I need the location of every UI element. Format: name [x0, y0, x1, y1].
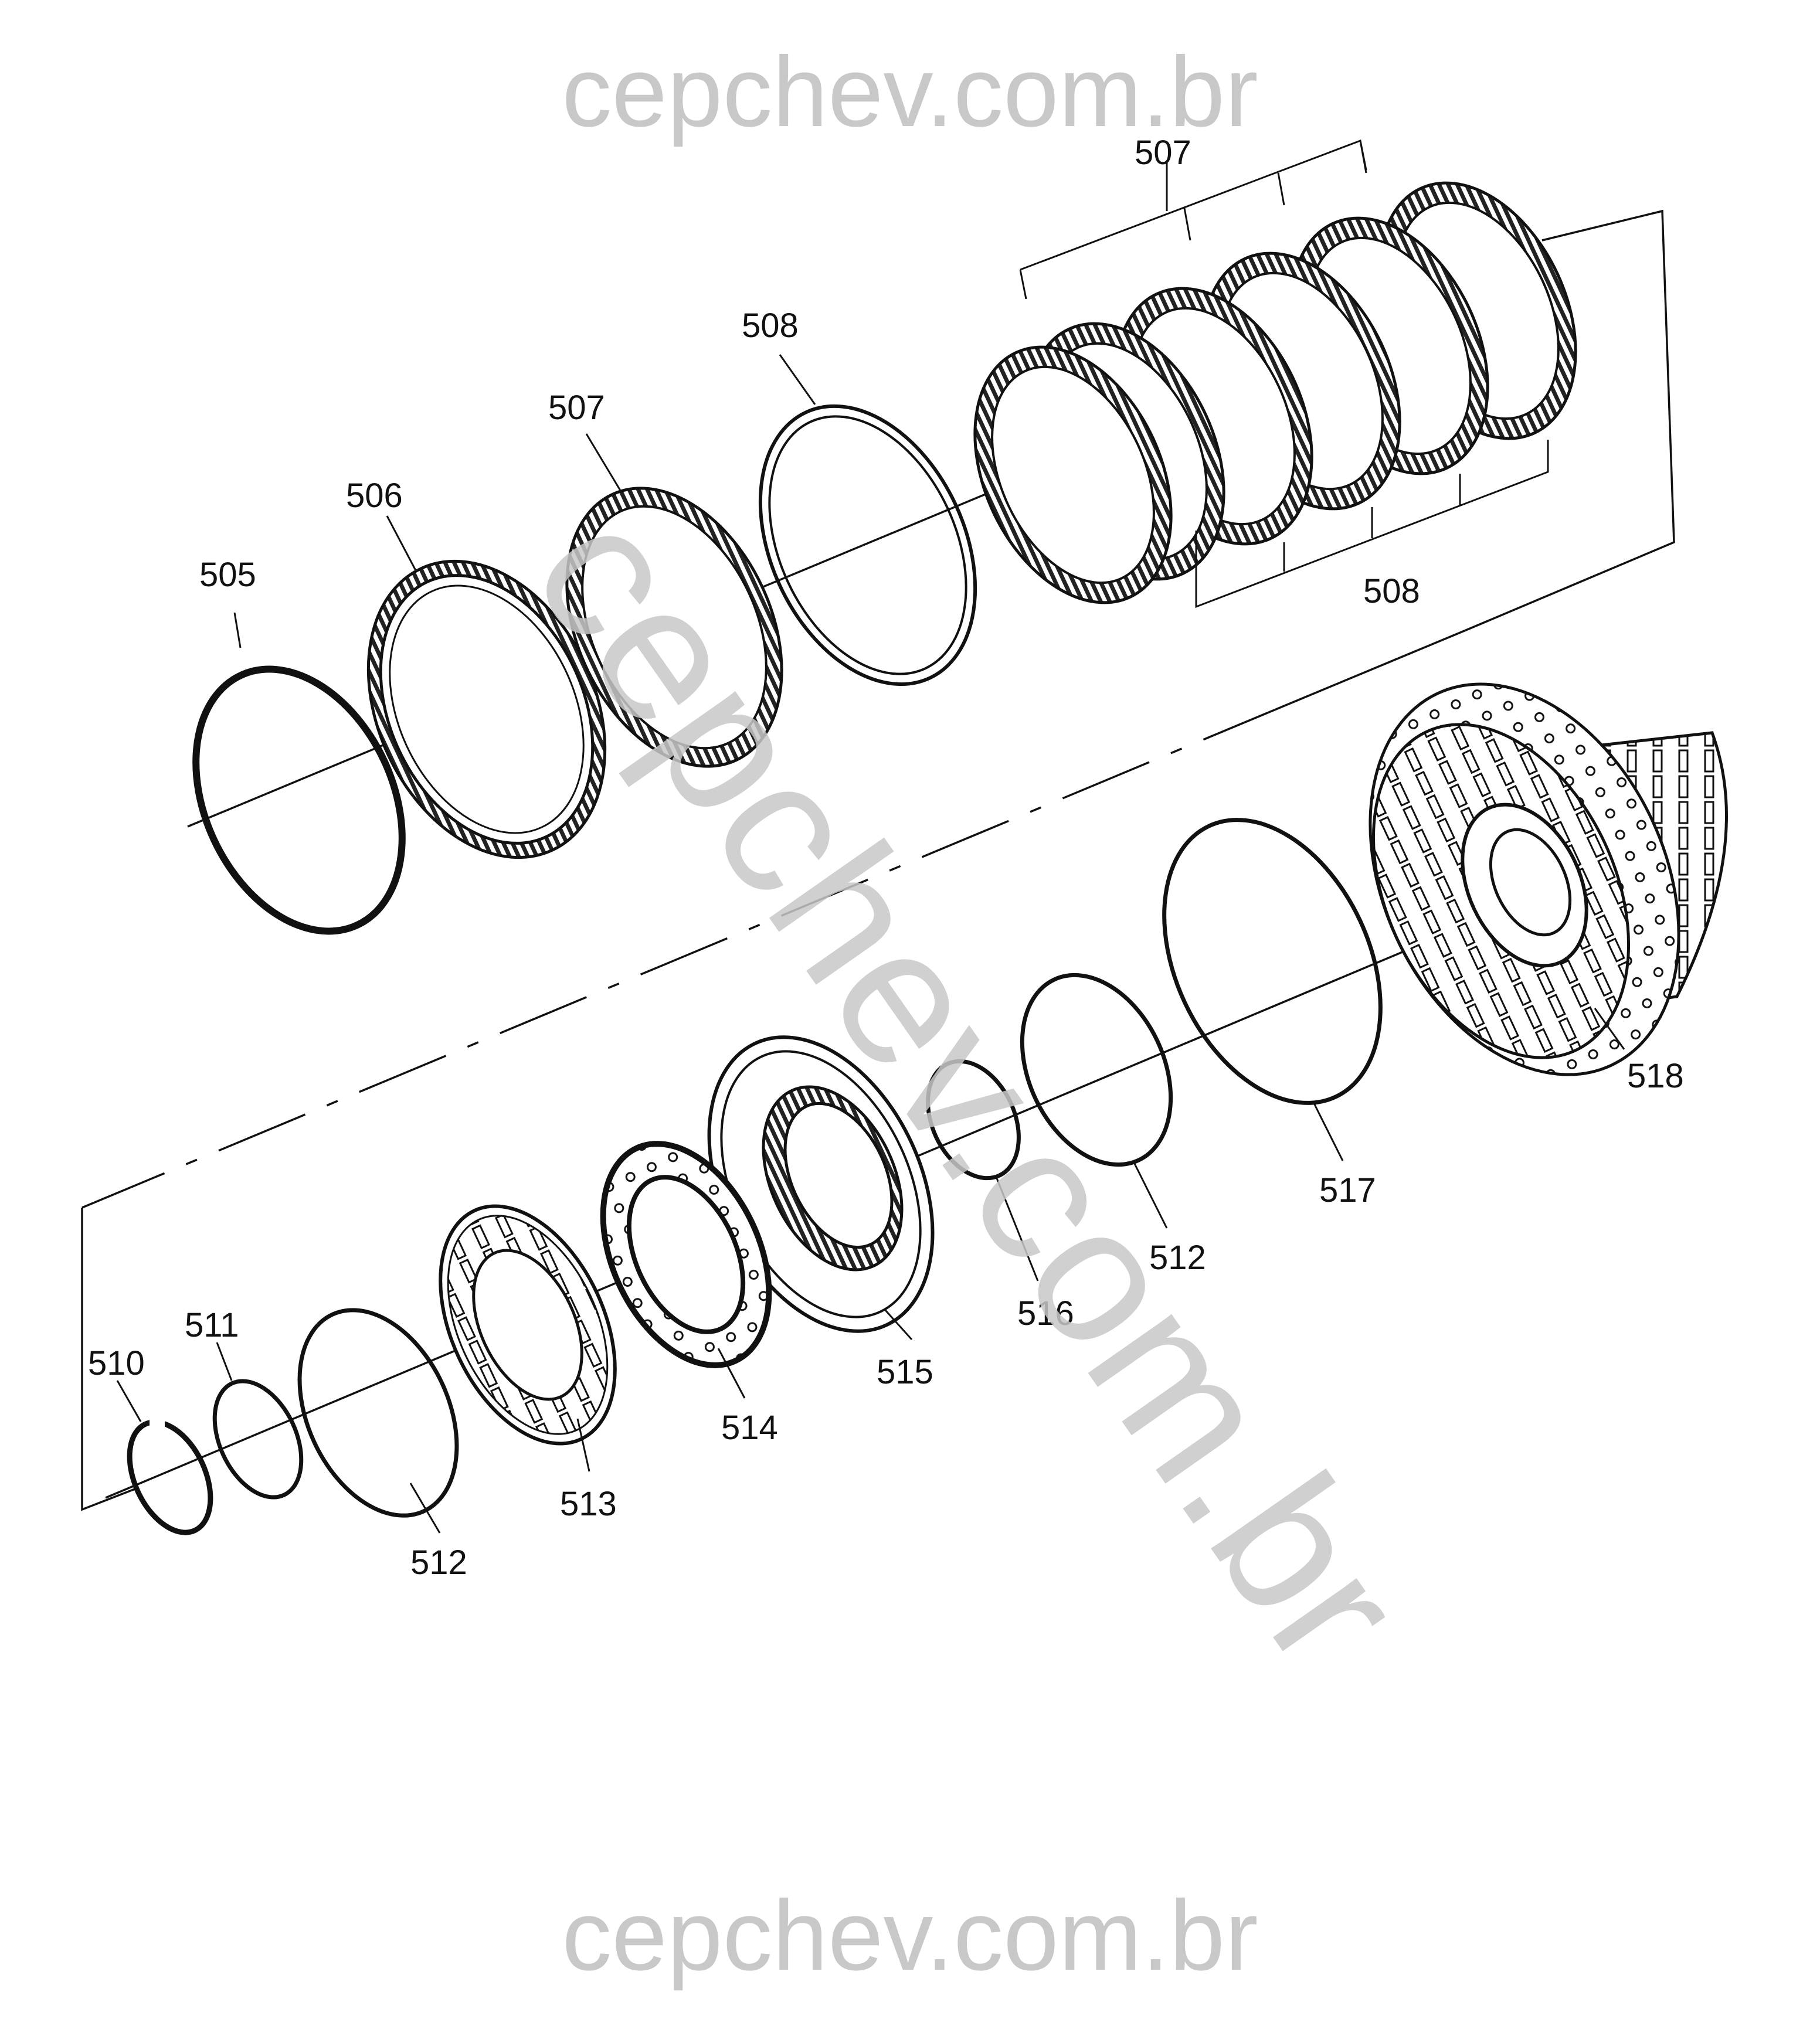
- bracket-508-bottom: [1195, 440, 1549, 609]
- leader-516: [996, 1178, 1039, 1281]
- leader-518: [1594, 1008, 1625, 1050]
- label-506: 506: [346, 477, 403, 515]
- leader-515: [884, 1309, 913, 1341]
- seal-ring-517[interactable]: [1122, 785, 1424, 1138]
- leader-511: [216, 1342, 233, 1381]
- label-518: 518: [1627, 1057, 1684, 1095]
- leader-507a: [585, 433, 623, 493]
- apply-dam-513[interactable]: [405, 1178, 650, 1471]
- friction-plate-507[interactable]: [525, 454, 824, 801]
- seal-ring-512-left[interactable]: [269, 1285, 488, 1541]
- watermark-bottom: cepchev.com.br: [562, 1880, 1258, 1991]
- leader-505: [233, 612, 242, 648]
- seal-ring-516[interactable]: [910, 1046, 1037, 1192]
- leader-510: [116, 1380, 142, 1422]
- label-515: 515: [877, 1353, 933, 1391]
- label-507b: 507: [1135, 134, 1191, 172]
- label-512-left: 512: [410, 1544, 467, 1582]
- lower-assembly: 518 517 512 516 515 514 513 512 511 510: [81, 634, 1739, 1582]
- upper-assembly: 505 506 507 508 507 508: [82, 134, 1675, 1209]
- label-510: 510: [88, 1344, 145, 1382]
- label-508b: 508: [1363, 572, 1420, 610]
- label-517: 517: [1319, 1171, 1376, 1209]
- leader-506: [386, 515, 417, 572]
- leader-513: [576, 1418, 590, 1472]
- label-512-right: 512: [1149, 1239, 1206, 1277]
- label-514: 514: [721, 1409, 778, 1447]
- leader-514: [717, 1348, 746, 1399]
- backing-plate-506[interactable]: [322, 523, 650, 896]
- watermark-diagonal: cepchev.com.br: [493, 471, 1446, 1703]
- leader-512-left: [409, 1483, 441, 1534]
- leader-512-right: [1133, 1163, 1168, 1229]
- leader-508a: [779, 354, 816, 405]
- snap-ring-505[interactable]: [156, 635, 443, 964]
- seal-ring-511[interactable]: [198, 1367, 319, 1511]
- label-505: 505: [199, 556, 256, 594]
- steel-plate-508[interactable]: [718, 372, 1017, 719]
- label-507a: 507: [548, 389, 605, 427]
- upper-frame: [1289, 209, 1675, 705]
- label-516: 516: [1017, 1294, 1074, 1332]
- label-513: 513: [560, 1485, 617, 1523]
- leader-517: [1312, 1102, 1344, 1161]
- clutch-housing-drum-518[interactable]: [1310, 634, 1739, 1124]
- lower-frame: [81, 1208, 135, 1511]
- upper-frame-dash: [82, 702, 1291, 1209]
- watermark-top: cepchev.com.br: [562, 36, 1258, 148]
- seal-ring-512-right[interactable]: [993, 951, 1200, 1188]
- label-511: 511: [185, 1306, 239, 1344]
- spring-assembly-514[interactable]: [570, 1117, 802, 1392]
- clutch-pack-stack[interactable]: [936, 151, 1614, 634]
- label-508a: 508: [742, 307, 799, 345]
- snap-ring-510[interactable]: [113, 1409, 226, 1545]
